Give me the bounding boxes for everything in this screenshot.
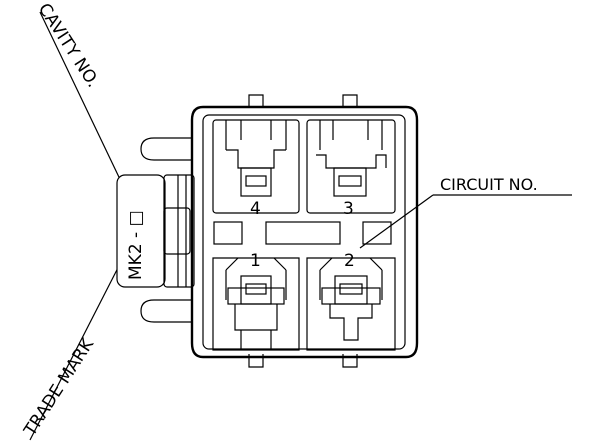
cavity-no-leader <box>39 11 129 197</box>
lower-peg <box>140 299 192 323</box>
window-right <box>362 221 392 245</box>
bottom-tab-left <box>248 354 264 368</box>
cavity-4-number: 4 <box>250 199 261 219</box>
cavity-3: 3 <box>306 119 396 219</box>
top-tab-right <box>342 94 358 108</box>
trade-mark-leader <box>29 255 125 441</box>
cavity-no-label: CAVITY NO. <box>34 0 103 91</box>
cavity-1: 1 <box>212 251 300 351</box>
circuit-no-label: CIRCUIT NO. <box>440 175 538 194</box>
marking-block: MK2 - □ <box>116 174 195 288</box>
window-middle <box>265 221 341 245</box>
connector-housing <box>190 105 419 359</box>
upper-peg <box>140 137 192 161</box>
cavity-2-number: 2 <box>344 251 355 271</box>
cavity-no-callout: CAVITY NO. <box>34 0 129 197</box>
cavity-2: 2 <box>306 251 396 351</box>
window-left <box>213 221 243 245</box>
trade-mark-callout: TRADE MARK <box>20 255 125 441</box>
trade-mark-label: TRADE MARK <box>20 334 99 440</box>
housing-outline <box>190 105 419 359</box>
cavity-3-number: 3 <box>343 199 354 219</box>
left-pegs <box>140 137 192 323</box>
housing-inner <box>202 114 406 350</box>
circuit-no-callout: CIRCUIT NO. <box>359 175 572 249</box>
top-tab-left <box>248 94 264 108</box>
cavity-4: 4 <box>212 119 300 219</box>
circuit-no-leader <box>359 194 434 249</box>
cavity-1-number: 1 <box>250 251 261 271</box>
edge-tabs <box>248 94 358 368</box>
bottom-tab-right <box>342 354 358 368</box>
marking-text: MK2 - □ <box>126 210 146 280</box>
